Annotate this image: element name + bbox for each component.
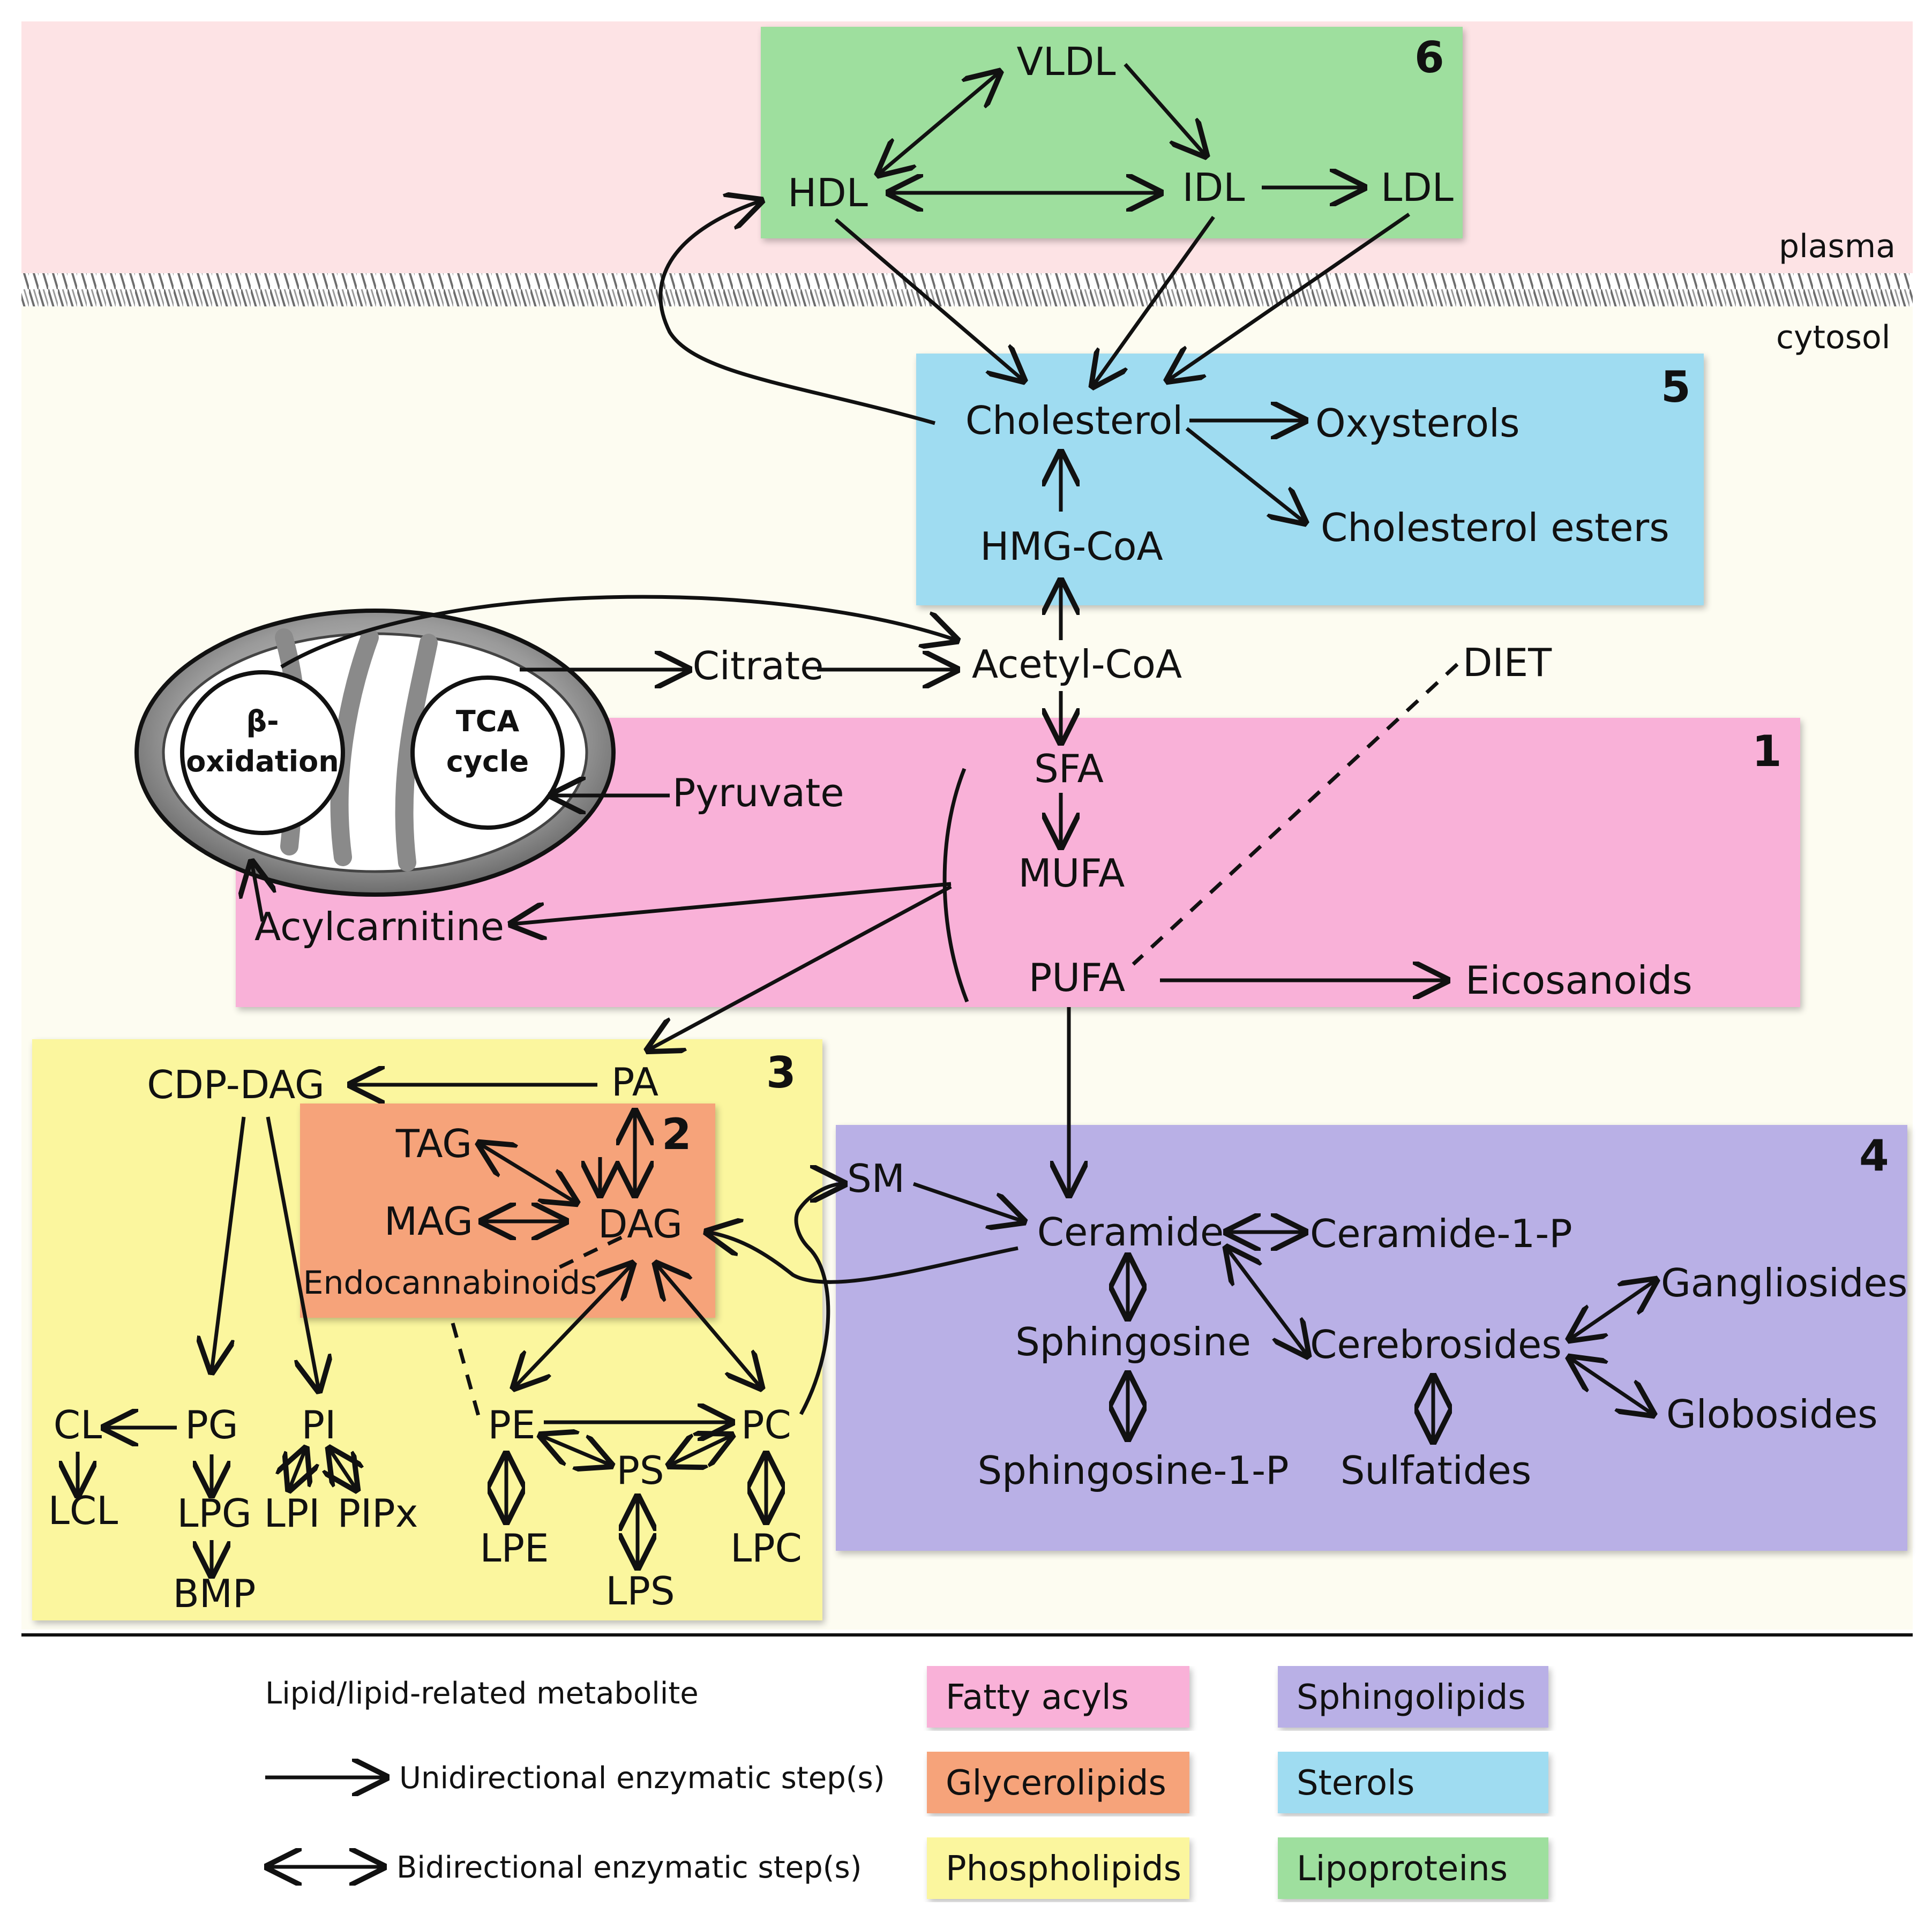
ceramide-1-p-label: Ceramide-1-P bbox=[1310, 1211, 1572, 1256]
pe-label: PE bbox=[488, 1402, 536, 1447]
mitochondrion: β- oxidation TCA cycle bbox=[134, 609, 616, 897]
sphingosine-label: Sphingosine bbox=[1015, 1319, 1251, 1364]
sphingosine-1-p-label: Sphingosine-1-P bbox=[977, 1448, 1289, 1493]
lcl-label: LCL bbox=[48, 1488, 118, 1533]
pi-label: PI bbox=[302, 1402, 336, 1447]
region-number-fatty-acyls: 1 bbox=[1752, 726, 1782, 776]
lpc-label: LPC bbox=[730, 1526, 802, 1571]
tca-cycle-label-1: TCA bbox=[456, 704, 519, 738]
legend-glycerolipids-text: Glycerolipids bbox=[946, 1763, 1166, 1803]
bmp-label: BMP bbox=[173, 1571, 256, 1616]
pc-label: PC bbox=[741, 1402, 791, 1447]
metabolite-labels: VLDL HDL IDL LDL Cholesterol Oxysterols … bbox=[48, 39, 1908, 1616]
legend-lipoproteins-text: Lipoproteins bbox=[1297, 1849, 1508, 1889]
sm-label: SM bbox=[847, 1156, 905, 1201]
pipx-label: PIPx bbox=[338, 1491, 418, 1536]
legend-swatch-glycerolipids bbox=[927, 1752, 1189, 1813]
cdp-dag-label: CDP-DAG bbox=[147, 1062, 325, 1107]
pg-label: PG bbox=[185, 1402, 238, 1447]
pathway-edges bbox=[78, 63, 1656, 1575]
beta-oxidation-label-1: β- bbox=[246, 704, 279, 738]
lpi-label: LPI bbox=[264, 1491, 320, 1536]
tag-label: TAG bbox=[395, 1121, 472, 1166]
legend-sterols-text: Sterols bbox=[1297, 1763, 1414, 1803]
eicosanoids-label: Eicosanoids bbox=[1465, 958, 1693, 1003]
legend: Lipid/lipid-related metabolite Unidirect… bbox=[265, 1666, 1548, 1899]
pa-label: PA bbox=[611, 1060, 658, 1105]
lpe-label: LPE bbox=[480, 1526, 549, 1571]
globosides-label: Globosides bbox=[1666, 1392, 1878, 1437]
gangliosides-label: Gangliosides bbox=[1661, 1260, 1907, 1305]
legend-fatty-acyls-text: Fatty acyls bbox=[946, 1678, 1129, 1717]
ps-label: PS bbox=[616, 1448, 664, 1493]
pyruvate-label: Pyruvate bbox=[672, 770, 844, 815]
pufa-label: PUFA bbox=[1029, 955, 1125, 1000]
region-number-phospholipids: 3 bbox=[766, 1048, 796, 1098]
diet-label: DIET bbox=[1463, 640, 1552, 685]
vldl-label: VLDL bbox=[1017, 39, 1116, 84]
legend-bidirectional-text: Bidirectional enzymatic step(s) bbox=[396, 1850, 862, 1885]
acetyl-coa-label: Acetyl-CoA bbox=[972, 642, 1182, 687]
sulfatides-label: Sulfatides bbox=[1341, 1448, 1532, 1493]
ldl-label: LDL bbox=[1381, 165, 1454, 210]
acylcarnitine-label: Acylcarnitine bbox=[254, 904, 504, 949]
mag-label: MAG bbox=[384, 1199, 473, 1244]
region-number-lipoproteins: 6 bbox=[1414, 33, 1444, 82]
dag-label: DAG bbox=[598, 1202, 683, 1247]
cell-membrane bbox=[21, 273, 1913, 306]
legend-phospholipids-text: Phospholipids bbox=[946, 1849, 1181, 1889]
hdl-label: HDL bbox=[788, 170, 868, 215]
cholesterol-esters-label: Cholesterol esters bbox=[1321, 505, 1669, 550]
plasma-label: plasma bbox=[1779, 228, 1896, 265]
cerebrosides-label: Cerebrosides bbox=[1310, 1322, 1562, 1367]
lpg-label: LPG bbox=[177, 1491, 251, 1536]
region-number-sphingolipids: 4 bbox=[1859, 1131, 1889, 1181]
cholesterol-label: Cholesterol bbox=[965, 398, 1183, 443]
tca-cycle-label-2: cycle bbox=[446, 745, 529, 778]
idl-label: IDL bbox=[1182, 165, 1245, 210]
citrate-label: Citrate bbox=[693, 643, 824, 688]
legend-swatch-lipoproteins bbox=[1278, 1837, 1548, 1899]
region-number-glycerolipids: 2 bbox=[662, 1109, 692, 1159]
legend-swatch-fatty-acyls bbox=[927, 1666, 1189, 1728]
legend-swatch-sterols bbox=[1278, 1752, 1548, 1813]
legend-swatch-sphingolipids bbox=[1278, 1666, 1548, 1728]
oxysterols-label: Oxysterols bbox=[1315, 401, 1520, 446]
legend-unidirectional-text: Unidirectional enzymatic step(s) bbox=[399, 1761, 885, 1796]
sfa-label: SFA bbox=[1034, 746, 1104, 791]
mufa-label: MUFA bbox=[1019, 851, 1125, 896]
lps-label: LPS bbox=[605, 1568, 675, 1613]
region-number-sterols: 5 bbox=[1661, 362, 1691, 412]
legend-metabolite-text: Lipid/lipid-related metabolite bbox=[265, 1676, 699, 1711]
beta-oxidation-label-2: oxidation bbox=[186, 745, 339, 778]
legend-sphingolipids-text: Sphingolipids bbox=[1297, 1678, 1526, 1717]
ceramide-label: Ceramide bbox=[1037, 1210, 1224, 1255]
hmg-coa-label: HMG-CoA bbox=[980, 524, 1163, 569]
cytosol-label: cytosol bbox=[1776, 319, 1890, 356]
cl-label: CL bbox=[54, 1402, 102, 1447]
legend-swatch-phospholipids bbox=[927, 1837, 1189, 1899]
endocannabinoids-label: Endocannabinoids bbox=[303, 1264, 597, 1302]
